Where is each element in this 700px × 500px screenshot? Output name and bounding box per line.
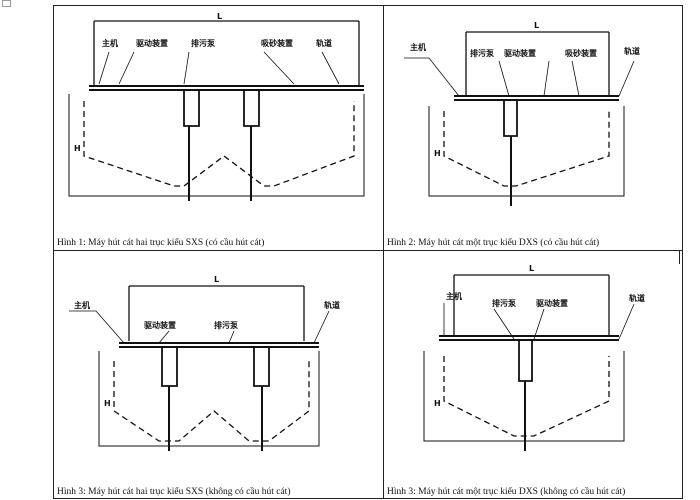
figure-3: L 主机 驱动装置 排污泵 轨道 H Hình 3: Máy hút cát h… bbox=[54, 251, 384, 498]
drawing-label: 排污泵 bbox=[492, 298, 516, 308]
drawing-label: H bbox=[74, 144, 81, 153]
drawing-label: 驱动装置 bbox=[144, 320, 176, 330]
drawing-label: L bbox=[534, 21, 539, 30]
drawing-label: 主机 bbox=[102, 38, 118, 48]
drawing-label: L bbox=[529, 264, 534, 273]
drawing-label: H bbox=[104, 399, 111, 408]
drawing-label: H bbox=[434, 399, 441, 408]
drawing-label: 轨道 bbox=[316, 38, 332, 48]
figure-4: L 主机 排污泵 驱动装置 轨道 H Hình 3: Máy hút cát m… bbox=[384, 251, 682, 498]
drawing-label: 排污泵 bbox=[470, 48, 494, 58]
drawing-label: 吸砂装置 bbox=[261, 38, 293, 48]
drawing-label: 主机 bbox=[410, 42, 426, 52]
figure-2: L 主机 排污泵 驱动装置 吸砂装置 轨道 H Hình 2: Máy hút … bbox=[384, 6, 682, 251]
figure-table: L 主机 驱动装置 排污泵 吸砂装置 轨道 H Hình 1: Máy hút … bbox=[53, 5, 683, 499]
drawing-label: 驱动装置 bbox=[136, 38, 168, 48]
drawing-label: 主机 bbox=[74, 300, 90, 310]
sxs-without-bridge-drawing: L 主机 驱动装置 排污泵 轨道 H bbox=[69, 275, 340, 451]
drawing-label: 排污泵 bbox=[214, 320, 238, 330]
figure-2-caption: Hình 2: Máy hút cát một trục kiểu DXS (c… bbox=[387, 238, 600, 248]
drawing-label: 驱动装置 bbox=[536, 298, 568, 308]
figure-1: L 主机 驱动装置 排污泵 吸砂装置 轨道 H Hình 1: Máy hút … bbox=[54, 6, 384, 251]
dxs-without-bridge-drawing: L 主机 排污泵 驱动装置 轨道 H bbox=[423, 264, 645, 451]
drawing-label: L bbox=[217, 12, 222, 21]
drawing-label: 轨道 bbox=[324, 300, 340, 310]
drawing-label: 排污泵 bbox=[191, 38, 215, 48]
drawing-label: 驱动装置 bbox=[504, 48, 536, 58]
sxs-with-bridge-drawing: L 主机 驱动装置 排污泵 吸砂装置 轨道 H bbox=[68, 12, 365, 201]
text-cursor bbox=[679, 250, 680, 264]
drawing-label: 轨道 bbox=[629, 293, 645, 303]
figure-4-caption: Hình 3: Máy hút cát một trục kiểu DXS (k… bbox=[387, 487, 626, 497]
dxs-with-bridge-drawing: L 主机 排污泵 驱动装置 吸砂装置 轨道 H bbox=[404, 21, 640, 206]
drawing-label: H bbox=[434, 149, 441, 158]
drawing-label: 轨道 bbox=[624, 46, 640, 56]
table-move-handle[interactable] bbox=[2, 0, 11, 7]
drawing-label: L bbox=[214, 275, 219, 284]
figure-1-caption: Hình 1: Máy hút cát hai trục kiểu SXS (c… bbox=[57, 238, 265, 248]
figure-3-caption: Hình 3: Máy hút cát hai trục kiểu SXS (k… bbox=[57, 487, 291, 497]
drawing-label: 主机 bbox=[446, 291, 462, 301]
drawing-label: 吸砂装置 bbox=[565, 48, 597, 58]
